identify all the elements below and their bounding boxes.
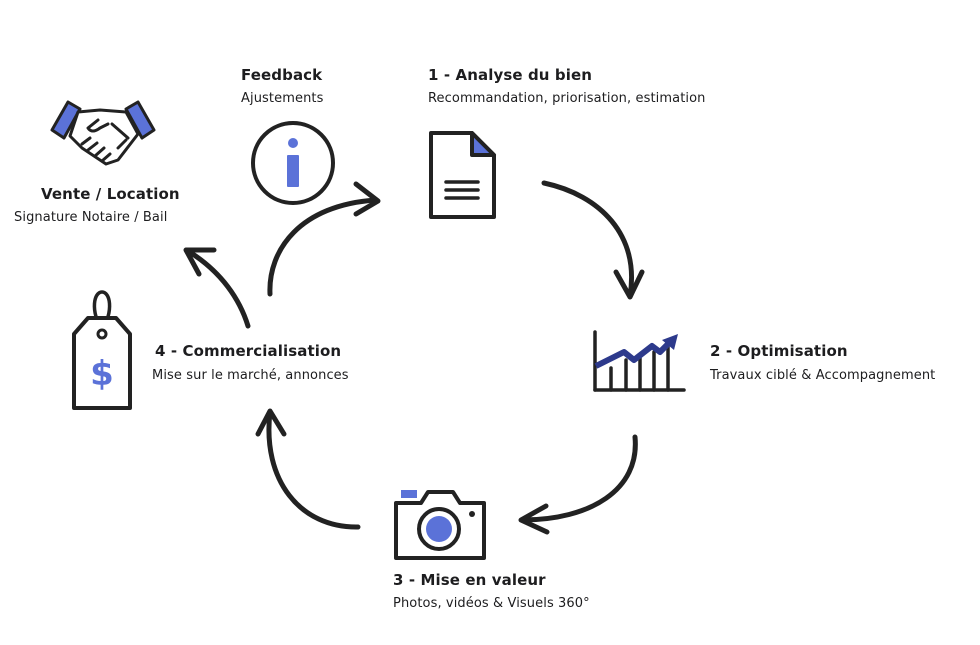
feedback-title: Feedback: [241, 66, 323, 84]
analyse-subtitle: Recommandation, priorisation, estimation: [428, 91, 706, 106]
arrow-optimisation-to-valeur: [519, 434, 638, 523]
commercialisation-title: 4 - Commercialisation: [155, 342, 342, 360]
arrow-analyse-to-optimisation: [541, 180, 634, 299]
feedback-subtitle: Ajustements: [241, 91, 324, 106]
analyse-title: 1 - Analyse du bien: [428, 66, 593, 84]
vente-subtitle: Signature Notaire / Bail: [14, 210, 168, 225]
vente-title: Vente / Location: [41, 185, 180, 203]
valeur-subtitle: Photos, vidéos & Visuels 360°: [393, 596, 590, 611]
growth-chart-icon: [593, 330, 686, 392]
optimisation-subtitle: Travaux ciblé & Accompagnement: [710, 368, 936, 383]
arrow-commercialisation-to-vente: [185, 248, 251, 329]
price-tag-icon: $: [72, 290, 132, 410]
camera-icon: [394, 490, 486, 560]
svg-text:$: $: [90, 354, 114, 394]
info-icon: [251, 121, 335, 205]
valeur-title: 3 - Mise en valeur: [393, 571, 546, 589]
arrow-feedback-to-analyse: [267, 197, 379, 297]
commercialisation-subtitle: Mise sur le marché, annonces: [152, 368, 349, 383]
handshake-icon: [50, 100, 156, 166]
document-icon: [429, 131, 496, 219]
arrow-valeur-to-commercialisation: [266, 409, 361, 530]
optimisation-title: 2 - Optimisation: [710, 342, 848, 360]
